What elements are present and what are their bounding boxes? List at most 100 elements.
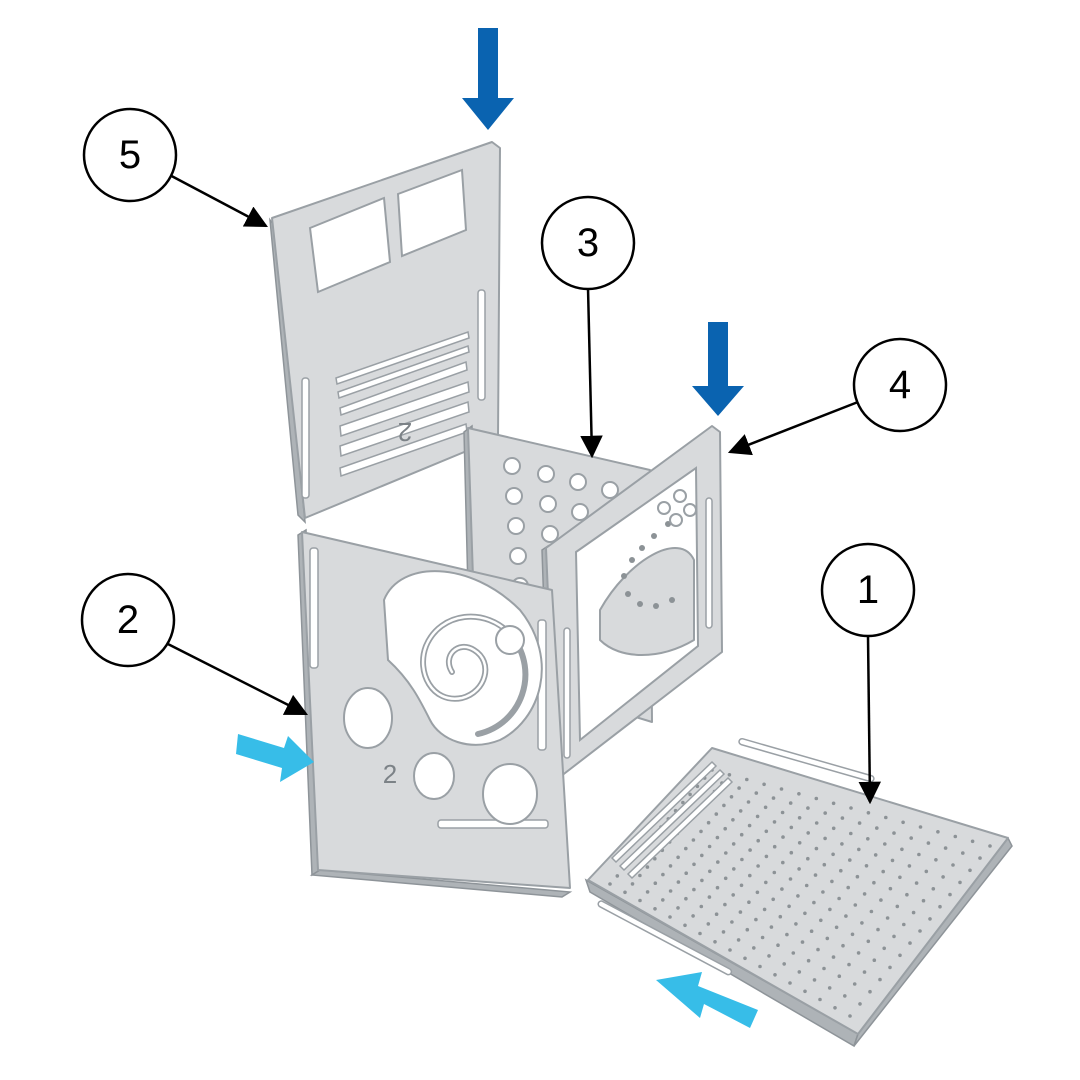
- plate-1-dot: [638, 898, 642, 903]
- plate-1-dot: [970, 839, 975, 844]
- plate-1-dot: [898, 953, 902, 958]
- plate-1-dot: [823, 836, 827, 841]
- plate-1: [584, 737, 1013, 1048]
- plate-1-dot: [813, 873, 818, 877]
- plate-1-dot: [782, 962, 786, 966]
- plate-1-dot: [864, 864, 869, 868]
- plate-4-dots: [621, 489, 697, 609]
- plate-1-dot: [754, 791, 759, 795]
- plate-1-dot: [723, 826, 727, 831]
- plate-1-dot: [905, 892, 909, 897]
- plate-1-dot: [722, 803, 726, 808]
- plate-1-dot: [762, 907, 767, 912]
- plate-1-dot: [814, 846, 819, 851]
- plate-1-dot: [866, 837, 870, 841]
- callout-2: 2: [80, 572, 309, 716]
- plate-1-dot: [928, 917, 932, 921]
- plate-5-number: 2: [398, 417, 412, 447]
- plate-1-dot: [924, 869, 929, 874]
- plate-1-dot: [988, 844, 992, 848]
- plate-1-dot: [731, 818, 735, 822]
- plate-1-dot: [843, 994, 847, 998]
- plate-1-dot: [714, 912, 719, 916]
- plate-1-dot: [837, 896, 841, 901]
- plate-1-dot: [814, 796, 819, 801]
- svg-text:2: 2: [117, 598, 139, 642]
- plate-1-dot: [739, 832, 744, 837]
- plate-1-dot: [746, 800, 751, 804]
- plate-1-dot: [848, 858, 852, 862]
- right-arrow-icon: [236, 734, 314, 782]
- plate-1-dot: [840, 842, 844, 846]
- plate-1-dot: [958, 880, 962, 885]
- plate-1-dot: [706, 820, 711, 825]
- plate-1-dot: [797, 867, 801, 871]
- plate-1-dot: [828, 907, 832, 912]
- callout-1: 1: [820, 542, 916, 805]
- plate-1-dot: [936, 830, 940, 834]
- plate-1-dot: [931, 887, 936, 891]
- plate-1-dot: [668, 889, 673, 893]
- plate-1-dot: [661, 872, 665, 877]
- plate-1-dot: [676, 855, 680, 860]
- plate-1-dot: [789, 825, 794, 830]
- plate-1-dot: [769, 925, 774, 929]
- plate-1-dot: [781, 835, 785, 839]
- plate-1-dot: [848, 1014, 852, 1018]
- plate-1-dot: [748, 848, 752, 852]
- plate-1-dot: [764, 829, 769, 834]
- plate-1-dot: [806, 831, 810, 835]
- plate-1-dot: [862, 892, 867, 896]
- plate-1-dot: [814, 821, 819, 825]
- plate-1-dot: [788, 981, 792, 985]
- plate-1-dot: [911, 910, 916, 915]
- plate-1-dot: [961, 851, 965, 855]
- plate-1-dot: [839, 868, 843, 873]
- plate-1-dot: [615, 874, 620, 878]
- plate-1-dot: [745, 927, 750, 932]
- plate-1-dot: [797, 970, 802, 974]
- plate-1-dot: [898, 875, 902, 880]
- plate-1-dot: [803, 911, 807, 916]
- plate-1-dot: [755, 890, 760, 895]
- plate-1-dot: [850, 932, 855, 937]
- plate-1-dot: [921, 898, 926, 903]
- plate-1-dot: [831, 852, 835, 857]
- plate-1-dot: [827, 986, 832, 990]
- plate-1-dot: [736, 938, 741, 942]
- plate-1-dot: [728, 948, 732, 952]
- plate-1-dot: [668, 864, 673, 868]
- plate-1-dot: [723, 876, 728, 881]
- plate-1-dot: [812, 900, 816, 905]
- plate-1-dot: [821, 890, 825, 894]
- plate-1-dot: [908, 941, 912, 945]
- plate-1-dot: [623, 890, 627, 895]
- plate-1-dot: [885, 916, 890, 920]
- callout-3: 3: [540, 195, 636, 459]
- plate-1-dot: [873, 853, 878, 857]
- plate-1-dot: [888, 886, 893, 891]
- plate-1-dot: [881, 869, 885, 874]
- plate-1-dot: [723, 902, 727, 907]
- up-left-arrow-icon: [656, 972, 758, 1028]
- plate-5: 2: [269, 141, 501, 525]
- plate-1-dot: [818, 997, 822, 1002]
- plate-1-dot: [794, 922, 798, 926]
- plate-1-dot: [825, 936, 830, 941]
- plate-1-dot: [758, 964, 762, 969]
- plate-1-dot: [716, 860, 720, 864]
- plate-1-dot: [831, 801, 836, 806]
- plate-1-dot: [729, 795, 734, 799]
- plate-1-dot: [934, 858, 938, 862]
- plate-1-dot: [901, 820, 905, 825]
- plate-1-dot: [943, 846, 948, 850]
- plate-1-dot: [772, 820, 777, 824]
- plate-1-dot: [727, 773, 732, 777]
- down-arrow-icon: [462, 28, 514, 130]
- plate-1-dot: [978, 856, 982, 860]
- plate-1-dot: [748, 873, 752, 878]
- plate-1-dot: [883, 842, 887, 846]
- plate-1-dot: [732, 867, 736, 871]
- plate-1-dot: [879, 898, 883, 902]
- plate-1-dot: [941, 875, 945, 879]
